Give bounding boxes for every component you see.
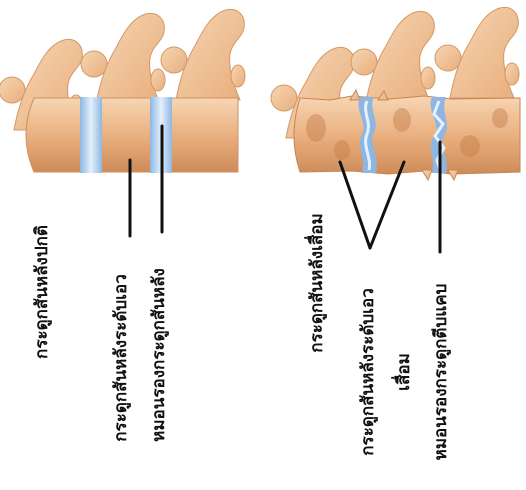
degenerated-lumbar-vertebra-label: กระดูกสันหลังระดับเอว เสื่อม <box>350 288 422 455</box>
bone-spur <box>448 170 458 180</box>
wear-patch <box>306 114 326 142</box>
normal-spine-title: กระดูกสันหลังปกติ <box>31 225 53 359</box>
wear-patch <box>393 108 411 132</box>
narrowed-disc-label: หมอนรองกระดูกตีบแคบ <box>430 284 452 461</box>
vertebra-process <box>351 11 435 102</box>
intervertebral-disc <box>80 97 102 173</box>
degenerated-spine-title: กระดูกสันหลังเสื่อม <box>306 213 328 352</box>
normal-disc-label: หมอนรองกระดูกสันหลัง <box>148 268 170 442</box>
normal-lumbar-vertebra-label: กระดูกสันหลังระดับเอว <box>110 274 132 441</box>
wear-patch <box>492 108 508 128</box>
leader-line-degenerated-vertebra-right <box>370 162 404 248</box>
label-line: เสื่อม <box>386 288 422 455</box>
vertebra-process <box>435 7 519 98</box>
wear-patch <box>460 135 480 157</box>
bone-spur <box>422 170 432 180</box>
leader-line-degenerated-vertebra-left <box>340 162 370 248</box>
vertebra-body <box>26 98 238 172</box>
vertebra-body <box>294 96 520 174</box>
normal-spine <box>0 9 245 173</box>
vertebra-process <box>81 13 165 104</box>
wear-patch <box>334 140 350 160</box>
bone-spur <box>350 90 360 100</box>
vertebra-process <box>161 9 245 100</box>
label-line: กระดูกสันหลังระดับเอว <box>350 288 386 455</box>
degenerated-spine <box>271 7 520 180</box>
